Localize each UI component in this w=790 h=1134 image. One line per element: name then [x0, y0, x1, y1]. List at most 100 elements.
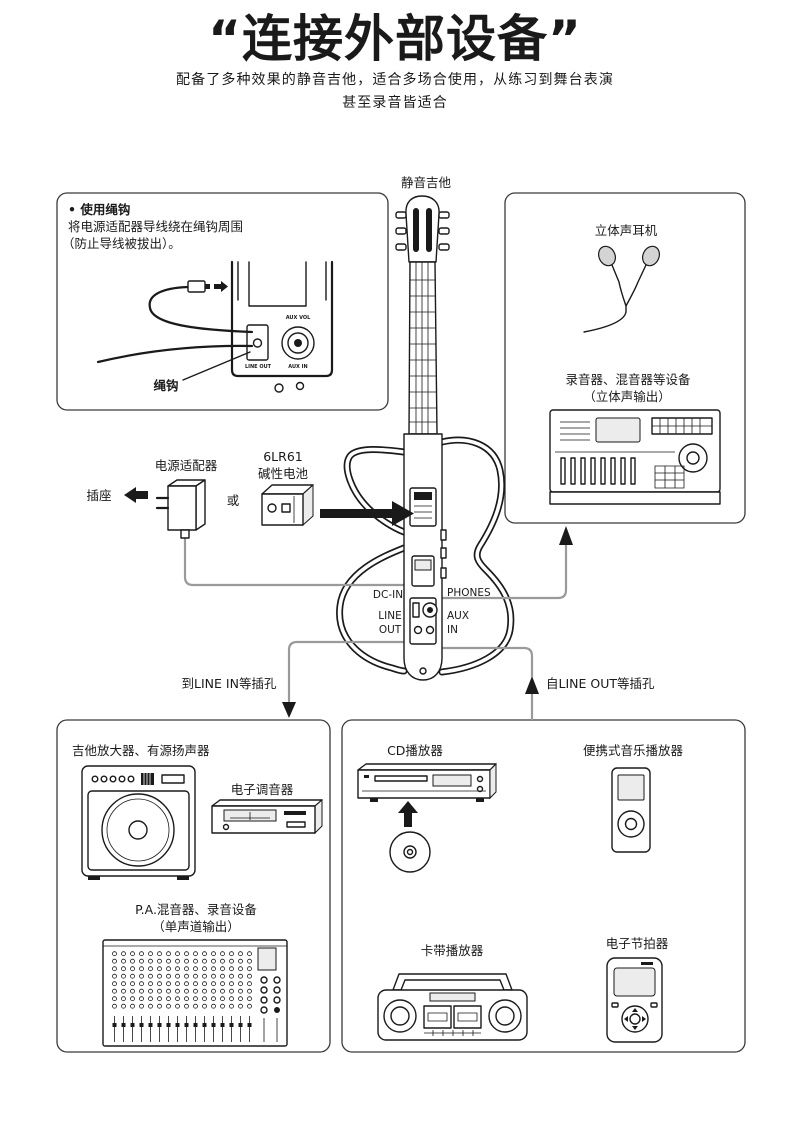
mixer-knob-grid — [110, 950, 254, 1010]
line-out-switch — [412, 602, 420, 618]
metronome-label: 电子节拍器 — [606, 936, 669, 951]
boombox-body — [377, 989, 528, 1041]
headphones-label: 立体声耳机 — [595, 223, 658, 238]
battery-terminal-2 — [281, 503, 291, 513]
recorder-left-buttons — [560, 421, 590, 441]
guitar-frame — [336, 436, 515, 676]
battery-model-label: 6LR61 — [263, 449, 303, 464]
cd-player-top — [357, 763, 497, 771]
cd-display — [432, 774, 472, 787]
metronome-button-left — [611, 1002, 619, 1008]
strap-hook-callout-line — [182, 351, 251, 381]
recorder-fader-1 — [560, 457, 566, 485]
power-adapter-icon — [155, 479, 206, 539]
cd-button-1 — [476, 775, 484, 783]
guitar-amp-icon — [81, 765, 196, 880]
recorder-label: 录音器、混音器等设备 — [565, 372, 691, 387]
mixer-master-knob-3 — [260, 996, 268, 1004]
amp-speaker-dust-cap — [128, 820, 148, 840]
aux-in-jack-guitar — [425, 625, 435, 635]
recorder-front-lip — [549, 491, 721, 505]
tuner-jack — [222, 823, 230, 831]
guitar-display-screen — [414, 559, 432, 571]
cd-foot-right — [476, 798, 484, 802]
recorder-fader-7 — [620, 457, 626, 485]
tuning-peg-l2 — [395, 227, 407, 235]
mixer-master-knob-5 — [273, 976, 281, 984]
amp-foot-right — [177, 876, 189, 880]
outlet-arrow-icon — [124, 487, 148, 503]
electronic-tuner-icon — [211, 798, 323, 835]
control-panel-block — [414, 492, 432, 500]
cd-insert-arrow-icon — [398, 801, 418, 827]
earbud-left — [598, 245, 616, 267]
recorder-keypad — [654, 465, 685, 489]
cd-tray-slot — [374, 775, 428, 782]
adapter-side — [195, 479, 206, 531]
recorder-fader-5 — [600, 457, 606, 485]
dc-in-label: DC-IN — [373, 589, 403, 601]
aux-in-line-upper — [442, 646, 534, 677]
power-cable-line — [183, 538, 404, 587]
cassette-deck-left — [423, 1005, 452, 1029]
line-in-devices: 吉他放大器、有源扬声器 电子调音器 — [72, 743, 323, 1047]
amp-speaker-cone — [106, 798, 170, 862]
mixer-master-knob-2 — [260, 986, 268, 994]
mixer-master-knob-7 — [273, 996, 281, 1004]
adapter-cable-feed — [96, 344, 254, 364]
or-label: 或 — [227, 493, 240, 508]
cassette-player-label: 卡带播放器 — [421, 943, 484, 958]
pa-mixer-icon — [102, 939, 288, 1047]
boombox-speaker-left-inner — [390, 1006, 410, 1026]
panel-display-window — [248, 261, 307, 307]
recorder-fader-4 — [590, 457, 596, 485]
recorder-fader-8 — [630, 457, 636, 485]
guitar-headstock — [405, 195, 440, 263]
end-pin — [419, 667, 427, 675]
guitar-label: 静音吉他 — [401, 175, 452, 190]
strap-hook-inset: • 使用绳钩 将电源适配器导线绕在绳钩周围 （防止导线被拔出）。 AUX VOL… — [62, 202, 334, 393]
strap-hook-text-line-2: （防止导线被拔出）。 — [62, 236, 181, 251]
to-line-in-label: 到LINE IN等插孔 — [182, 676, 277, 691]
cd-player-side — [489, 762, 497, 800]
tuning-peg-r2 — [438, 227, 450, 235]
tuning-peg-r1 — [438, 211, 450, 219]
recorder-fader-2 — [570, 457, 576, 485]
aux-in-label: AUX IN — [288, 364, 307, 370]
out-label: OUT — [379, 624, 402, 636]
metronome-logo-mark — [641, 962, 653, 965]
in-label: IN — [447, 624, 458, 636]
earbud-right — [642, 245, 660, 267]
adapter-prongs — [155, 496, 170, 510]
connection-lines — [183, 526, 573, 720]
tuner-label: 电子调音器 — [231, 782, 294, 797]
strap-hook-callout: 绳钩 — [153, 378, 178, 393]
boombox-display — [429, 992, 476, 1002]
adapter-strain-relief — [180, 529, 190, 539]
mixer-master-knob-1 — [260, 976, 268, 984]
mixer-master-knob-4 — [260, 1006, 268, 1014]
aux-vol-knob-center — [294, 339, 302, 347]
amp-knob-1 — [91, 775, 99, 783]
plug-insert-arrow — [214, 281, 228, 292]
line-out-sources: CD播放器 便携式音乐播放器 卡带播放器 — [357, 743, 683, 1043]
recorder-jog-center — [686, 451, 700, 465]
line-out-label: LINE OUT — [245, 364, 272, 370]
mixer-master-faders — [263, 1018, 278, 1042]
tuner-top — [211, 799, 323, 807]
line-out-line — [287, 640, 404, 702]
strap-hook-text-line-1: 将电源适配器导线绕在绳钩周围 — [68, 219, 243, 234]
side-knob-3 — [440, 567, 447, 579]
tuner-switch — [284, 811, 306, 815]
boombox-speaker-right-inner — [495, 1006, 515, 1026]
mixer-note: （单声道输出） — [152, 919, 240, 934]
metronome-button-right — [650, 1002, 658, 1008]
amp-label: 吉他放大器、有源扬声器 — [72, 743, 210, 758]
battery-terminal-1 — [267, 503, 277, 513]
metronome-dpad-center — [629, 1013, 641, 1025]
aux-knob-center — [427, 607, 433, 613]
cd-foot-left — [370, 798, 378, 802]
frame-lower-left-inner — [337, 546, 406, 673]
mixer-master-knob-6 — [273, 986, 281, 994]
guitar-panel-closeup: AUX VOL LINE OUT AUX IN — [230, 260, 334, 393]
